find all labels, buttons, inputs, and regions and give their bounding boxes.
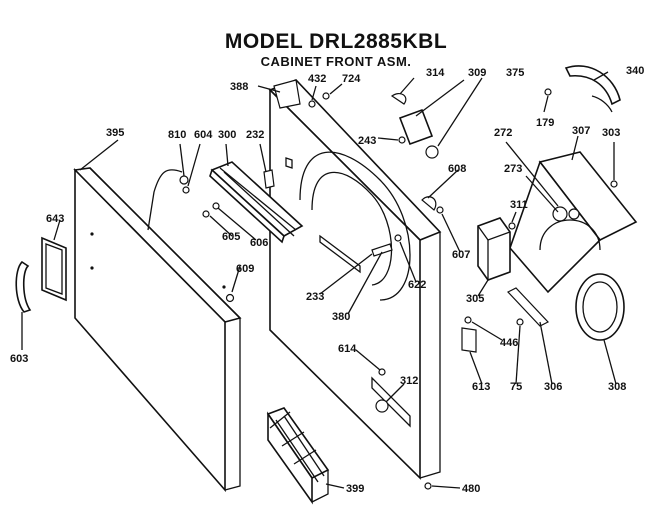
diagram-title: MODEL DRL2885KBL [224,30,448,53]
callout-607: 607 [452,249,470,261]
callout-312: 312 [400,375,418,387]
callout-395: 395 [106,127,124,139]
callout-309: 309 [468,67,486,79]
callout-432: 432 [308,73,326,85]
callout-303: 303 [602,127,620,139]
leader-lines [21,71,617,489]
callout-305: 305 [466,293,484,305]
callout-306: 306 [544,381,562,393]
callout-273: 273 [504,163,522,175]
callout-380: 380 [332,311,350,323]
lint-filter-housing [209,161,304,244]
callout-243: 243 [358,135,376,147]
callout-605: 605 [222,231,240,243]
callout-609: 609 [236,263,254,275]
drum-seal-ring [575,273,625,341]
blower-duct-assembly [509,151,638,294]
callout-480: 480 [462,483,480,495]
callout-399: 399 [346,483,364,495]
callout-272: 272 [494,127,512,139]
callout-606: 606 [250,237,268,249]
callout-307: 307 [572,125,590,137]
callout-375: 375 [506,67,524,79]
callout-810: 810 [168,129,186,141]
callout-614: 614 [338,343,357,355]
callout-233: 233 [306,291,324,303]
diagram-subtitle: CABINET FRONT ASM. [260,54,412,69]
callout-724: 724 [342,73,361,85]
callout-179: 179 [536,117,554,129]
callout-622: 622 [408,279,426,291]
callout-608: 608 [448,163,466,175]
callout-311: 311 [510,199,528,211]
callout-613: 613 [472,381,490,393]
callout-388: 388 [230,81,248,93]
front-door-panel [73,167,242,493]
callout-232: 232 [246,129,264,141]
callout-340: 340 [626,65,644,77]
vent-grille [266,407,330,505]
callout-75: 75 [510,381,522,393]
callout-643: 643 [46,213,64,225]
cabinet-front-panel [268,79,442,480]
callout-300: 300 [218,129,236,141]
callout-314: 314 [426,67,445,79]
callout-308: 308 [608,381,626,393]
top-bracket [564,65,621,113]
callout-603: 603 [10,353,28,365]
callout-604: 604 [194,129,213,141]
small-parts [15,88,618,490]
callout-446: 446 [500,337,518,349]
callout-labels: 340 314 309 375 432 724 388 179 307 303 … [10,65,644,495]
